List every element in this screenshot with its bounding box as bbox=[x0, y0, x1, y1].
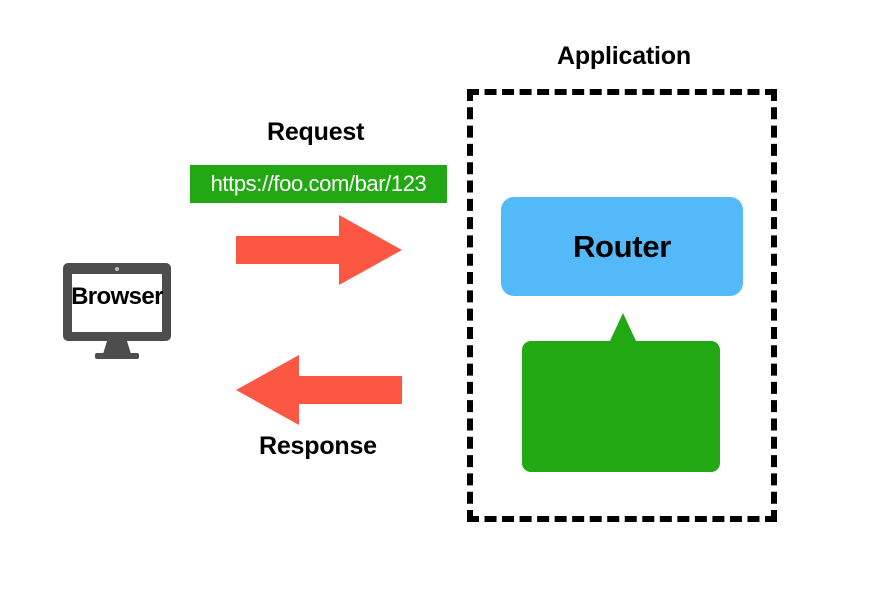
browser-label: Browser bbox=[71, 283, 163, 310]
response-arrow-icon bbox=[236, 355, 402, 425]
request-label: Request bbox=[267, 118, 365, 146]
router-node-label: Router bbox=[572, 228, 672, 264]
route-match-callout: Matched /bar/:id/ Param id = 123 Result … bbox=[522, 341, 720, 472]
request-arrow-icon bbox=[236, 215, 402, 285]
request-url-chip: https://foo.com/bar/123 bbox=[190, 165, 447, 203]
application-boundary-box bbox=[467, 89, 777, 522]
application-title: Application bbox=[557, 42, 691, 70]
browser-monitor-icon bbox=[63, 263, 171, 359]
router-node: Router bbox=[501, 197, 743, 296]
request-url-text: https://foo.com/bar/123 bbox=[210, 171, 427, 196]
response-label: Response bbox=[259, 432, 377, 460]
callout-pointer-triangle bbox=[609, 313, 637, 343]
